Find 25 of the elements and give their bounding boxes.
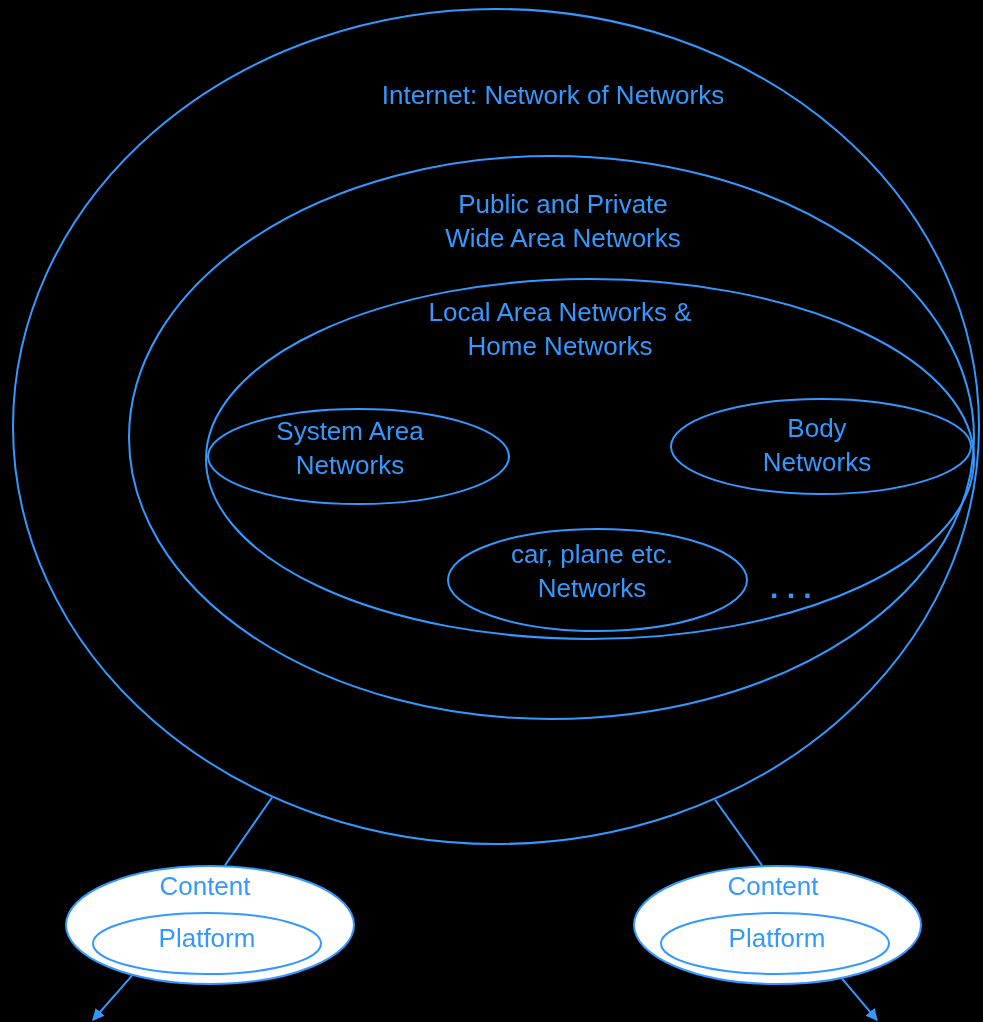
network-label: Public and Private Wide Area Networks [444, 188, 682, 255]
network-ellipse [12, 8, 980, 845]
network-label: Internet: Network of Networks [380, 79, 726, 112]
network-label: Platform [157, 922, 257, 955]
network-ellipse [207, 408, 510, 505]
connector-line [224, 796, 273, 867]
network-label: car, plane etc. Networks [510, 538, 674, 605]
network-label: Platform [727, 922, 827, 955]
network-label: Content [726, 870, 820, 903]
network-label: Local Area Networks & Home Networks [427, 296, 693, 363]
network-label: Body Networks [761, 412, 873, 479]
network-label: Content [158, 870, 252, 903]
ellipsis-label: . . . [770, 570, 812, 606]
arrow [841, 977, 878, 1021]
network-ellipse [670, 398, 972, 495]
network-ellipse [633, 865, 922, 985]
network-ellipse [65, 865, 355, 985]
connector-line [714, 798, 763, 867]
arrow [92, 974, 133, 1021]
network-ellipse [205, 278, 975, 640]
network-ellipse [447, 528, 748, 632]
network-ellipse [660, 912, 890, 975]
network-ellipse [128, 155, 975, 720]
network-ellipse [92, 912, 322, 975]
network-label: System Area Networks [275, 415, 425, 482]
